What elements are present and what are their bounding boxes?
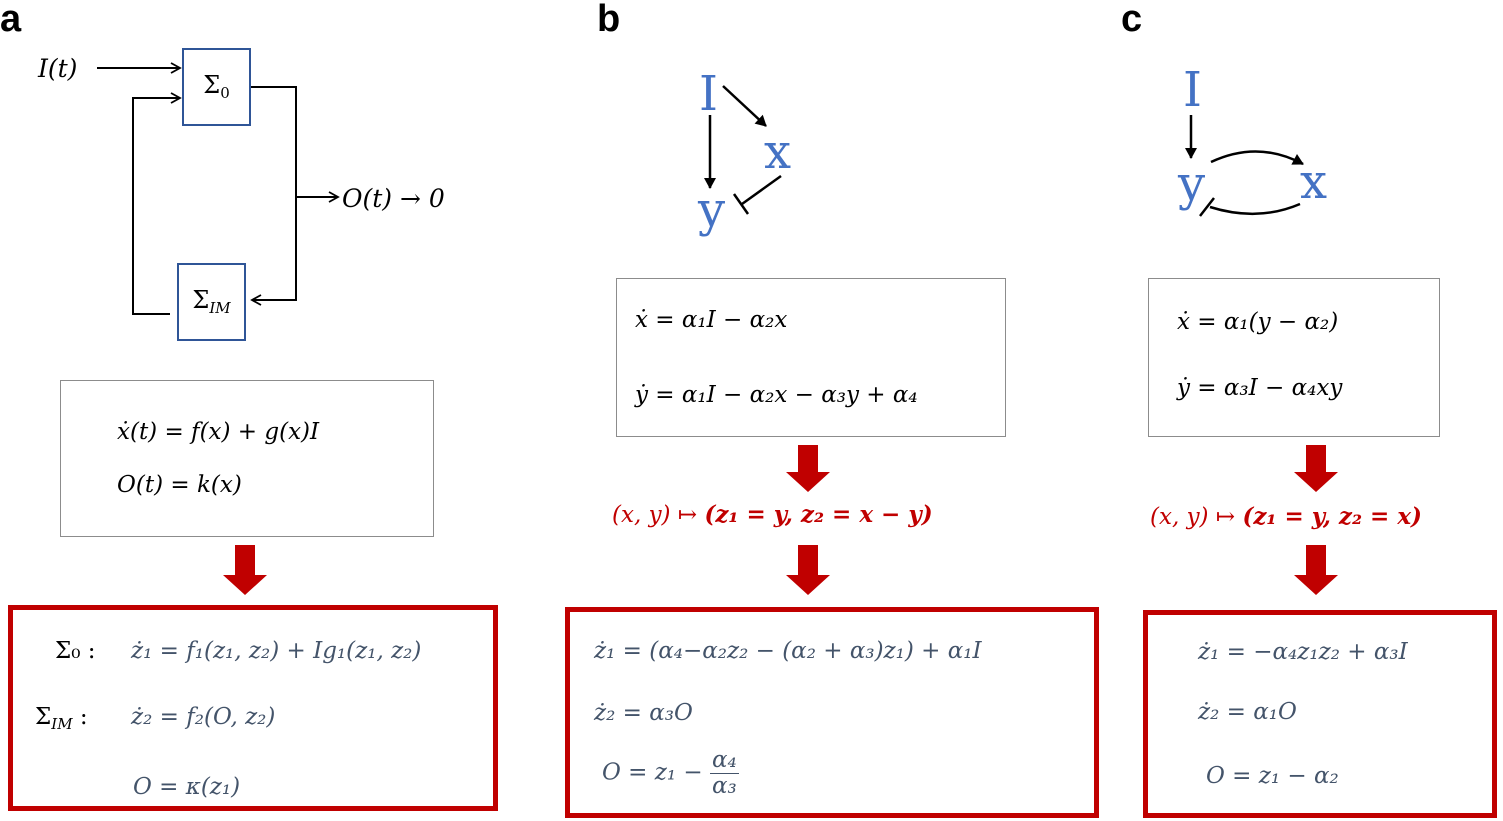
result-row2-eq: ż₂ = α₃O bbox=[594, 700, 693, 726]
sigma0-symbol: Σ bbox=[203, 71, 221, 99]
sigma-im-symbol: Σ bbox=[192, 286, 210, 314]
result-row2-eq: ż₂ = f₂(O, z₂) bbox=[131, 704, 276, 730]
result-row1-eq: ż₁ = f₁(z₁, z₂) + Ig₁(z₁, z₂) bbox=[131, 638, 422, 664]
system-eq-1: ẋ = α₁I − α₂x bbox=[635, 307, 788, 333]
panel-a-system-box: ẋ(t) = f(x) + g(x)I O(t) = k(x) bbox=[60, 380, 434, 537]
panel-b-result-box: ż₁ = (α₄−α₂z₂ − (α₂ + α₃)z₁) + α₁I ż₂ = … bbox=[565, 607, 1099, 818]
node-y: y bbox=[698, 182, 726, 238]
result-row2-eq: ż₂ = α₁O bbox=[1198, 699, 1297, 725]
sigma-im-subscript: IM bbox=[209, 299, 231, 317]
system-eq-2: ẏ = α₃I − α₄xy bbox=[1177, 375, 1343, 401]
output-signal-label: O(t) → 0 bbox=[342, 184, 445, 213]
node-y: y bbox=[1178, 156, 1206, 212]
panel-a-result-box: Σ₀ : ż₁ = f₁(z₁, z₂) + Ig₁(z₁, z₂) ΣIM :… bbox=[8, 605, 498, 811]
result-row1-eq: ż₁ = (α₄−α₂z₂ − (α₂ + α₃)z₁) + α₁I bbox=[594, 638, 982, 664]
system-eq-2: O(t) = k(x) bbox=[117, 472, 242, 498]
sigma0-subscript: 0 bbox=[220, 84, 230, 102]
node-x: x bbox=[1300, 154, 1328, 210]
sigma-im-block: ΣIM bbox=[177, 263, 246, 341]
panel-c-graph-edges bbox=[1185, 115, 1304, 217]
node-I: I bbox=[1183, 62, 1202, 118]
system-eq-1: ẋ = α₁(y − α₂) bbox=[1177, 309, 1339, 335]
panel-a-label: a bbox=[0, 0, 22, 40]
panel-b-label: b bbox=[597, 0, 621, 40]
red-arrows bbox=[223, 445, 1338, 595]
system-eq-2: ẏ = α₁I − α₂x − α₃y + α₄ bbox=[635, 382, 918, 408]
result-row2-label: ΣIM : bbox=[35, 704, 88, 733]
panel-b-coordinate-map: (x, y) ↦ (z₁ = y, z₂ = x − y) bbox=[612, 501, 933, 528]
result-row3-eq: O = z₁ − α₂ bbox=[1206, 763, 1339, 789]
panel-c-system-box: ẋ = α₁(y − α₂) ẏ = α₃I − α₄xy bbox=[1148, 278, 1440, 437]
panel-b-system-box: ẋ = α₁I − α₂x ẏ = α₁I − α₂x − α₃y + α₄ bbox=[616, 278, 1006, 437]
input-signal-label: I(t) bbox=[38, 54, 78, 83]
system-eq-1: ẋ(t) = f(x) + g(x)I bbox=[117, 419, 320, 445]
result-row1-eq: ż₁ = −α₄z₁z₂ + α₃I bbox=[1198, 639, 1408, 665]
panel-c-result-box: ż₁ = −α₄z₁z₂ + α₃I ż₂ = α₁O O = z₁ − α₂ bbox=[1143, 610, 1497, 818]
panel-c-label: c bbox=[1121, 0, 1143, 40]
node-x: x bbox=[764, 124, 792, 180]
panel-a-wires bbox=[97, 62, 340, 315]
panel-b-graph-edges bbox=[704, 85, 782, 215]
node-I: I bbox=[699, 66, 718, 122]
panel-c-coordinate-map: (x, y) ↦ (z₁ = y, z₂ = x) bbox=[1150, 503, 1422, 530]
result-row1-label: Σ₀ : bbox=[55, 638, 96, 664]
sigma0-block: Σ0 bbox=[182, 48, 251, 126]
result-row3-eq: O = κ(z₁) bbox=[133, 774, 241, 800]
